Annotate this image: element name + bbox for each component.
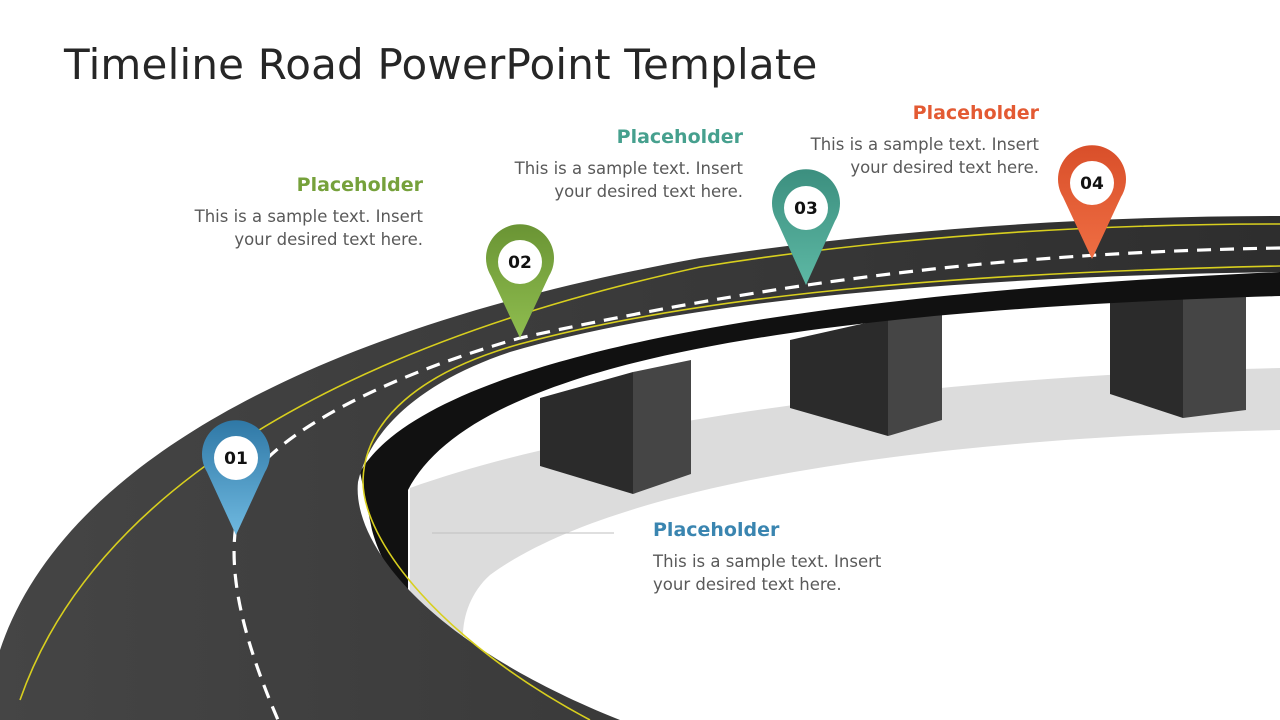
callout-04-line2: your desired text here.	[850, 158, 1039, 177]
pin-marker-01: 01	[202, 420, 270, 535]
callout-02-heading: Placeholder	[296, 174, 423, 196]
pin-marker-04: 04	[1058, 145, 1126, 259]
callout-02-line2: your desired text here.	[234, 230, 423, 249]
road-side-wall	[360, 272, 1280, 600]
road-surface	[0, 216, 1280, 720]
callout-03-heading: Placeholder	[616, 126, 743, 148]
road-edge-inner	[362, 265, 1280, 720]
callout-01-heading: Placeholder	[653, 519, 780, 541]
pillar-1	[540, 360, 691, 494]
pillar-2	[790, 310, 942, 436]
pin-number-02: 02	[508, 253, 532, 273]
pin-number-01: 01	[224, 449, 248, 469]
callout-02: Placeholder This is a sample text. Inser…	[143, 173, 423, 251]
pin-number-04: 04	[1080, 174, 1104, 194]
pin-number-03: 03	[794, 199, 818, 219]
callout-02-line1: This is a sample text. Insert	[194, 207, 423, 226]
callout-03-body: This is a sample text. Insert your desir…	[463, 157, 743, 203]
pin-marker-03: 03	[772, 169, 840, 285]
callout-01-body: This is a sample text. Insert your desir…	[653, 550, 933, 596]
callout-03-line1: This is a sample text. Insert	[514, 159, 743, 178]
callout-04-line1: This is a sample text. Insert	[810, 135, 1039, 154]
callout-03-line2: your desired text here.	[554, 182, 743, 201]
road-center-line	[232, 246, 1280, 720]
callout-02-body: This is a sample text. Insert your desir…	[143, 205, 423, 251]
callout-04-heading: Placeholder	[912, 102, 1039, 124]
callout-01-line1: This is a sample text. Insert	[653, 552, 882, 571]
callout-03: Placeholder This is a sample text. Inser…	[463, 125, 743, 203]
callout-04-body: This is a sample text. Insert your desir…	[759, 133, 1039, 179]
callout-01: Placeholder This is a sample text. Inser…	[653, 518, 933, 596]
callout-01-line2: your desired text here.	[653, 575, 842, 594]
callout-04: Placeholder This is a sample text. Inser…	[759, 101, 1039, 179]
pin-marker-02: 02	[486, 224, 554, 338]
slide-title: Timeline Road PowerPoint Template	[64, 40, 818, 89]
pillar-3	[1110, 290, 1246, 418]
